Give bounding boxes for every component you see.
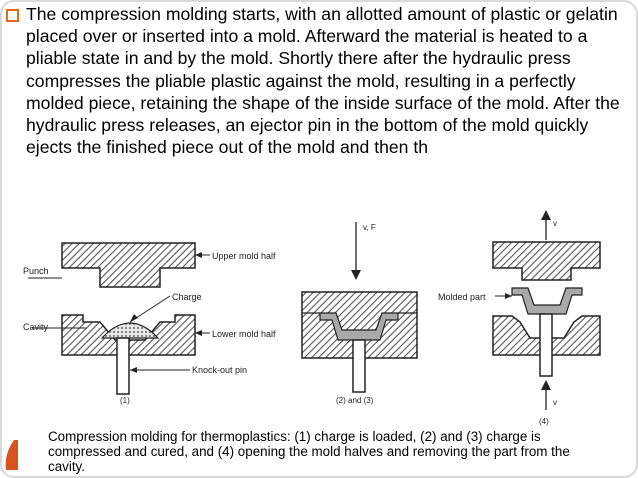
label-v-bottom: v xyxy=(553,398,557,407)
label-punch: Punch xyxy=(23,266,49,276)
label-lower-mold-half: Lower mold half xyxy=(212,329,276,339)
stage-1-diagram: Upper mold half Punch Charge Cavity Lowe… xyxy=(23,242,276,405)
raised-upper-mold-shape xyxy=(492,241,601,281)
stage-2-3-diagram: v, F (2) and (3) xyxy=(301,222,418,405)
lower-mold-shape xyxy=(61,314,196,356)
compression-molding-figure: Upper mold half Punch Charge Cavity Lowe… xyxy=(20,210,615,472)
body-paragraph: The compression molding starts, with an … xyxy=(26,4,620,158)
charge-shape xyxy=(100,322,160,339)
label-force: v, F xyxy=(363,223,376,232)
label-molded-part: Molded part xyxy=(438,292,486,302)
decorative-accent xyxy=(0,440,19,470)
label-step-1: (1) xyxy=(120,396,130,405)
label-knock-out-pin: Knock-out pin xyxy=(192,365,247,375)
label-v-top: v xyxy=(553,219,557,228)
figure-caption: Compression molding for thermoplastics: … xyxy=(48,429,570,475)
knock-out-pin-4-shape xyxy=(539,313,553,377)
stage-4-diagram: v v Molded part (4) xyxy=(438,210,601,426)
bullet-icon xyxy=(6,9,19,22)
knock-out-pin-shape xyxy=(116,337,130,395)
label-step-4: (4) xyxy=(539,417,549,426)
label-charge: Charge xyxy=(172,292,202,302)
label-cavity: Cavity xyxy=(23,322,49,332)
label-upper-mold-half: Upper mold half xyxy=(212,251,276,261)
open-lower-mold-shape xyxy=(492,315,601,356)
ejected-part-shape xyxy=(511,287,583,315)
label-step-2-3: (2) and (3) xyxy=(336,396,374,405)
punch-shape xyxy=(61,242,196,288)
part-in-mold-shape xyxy=(319,312,399,341)
knock-out-pin-2-shape xyxy=(352,339,366,393)
